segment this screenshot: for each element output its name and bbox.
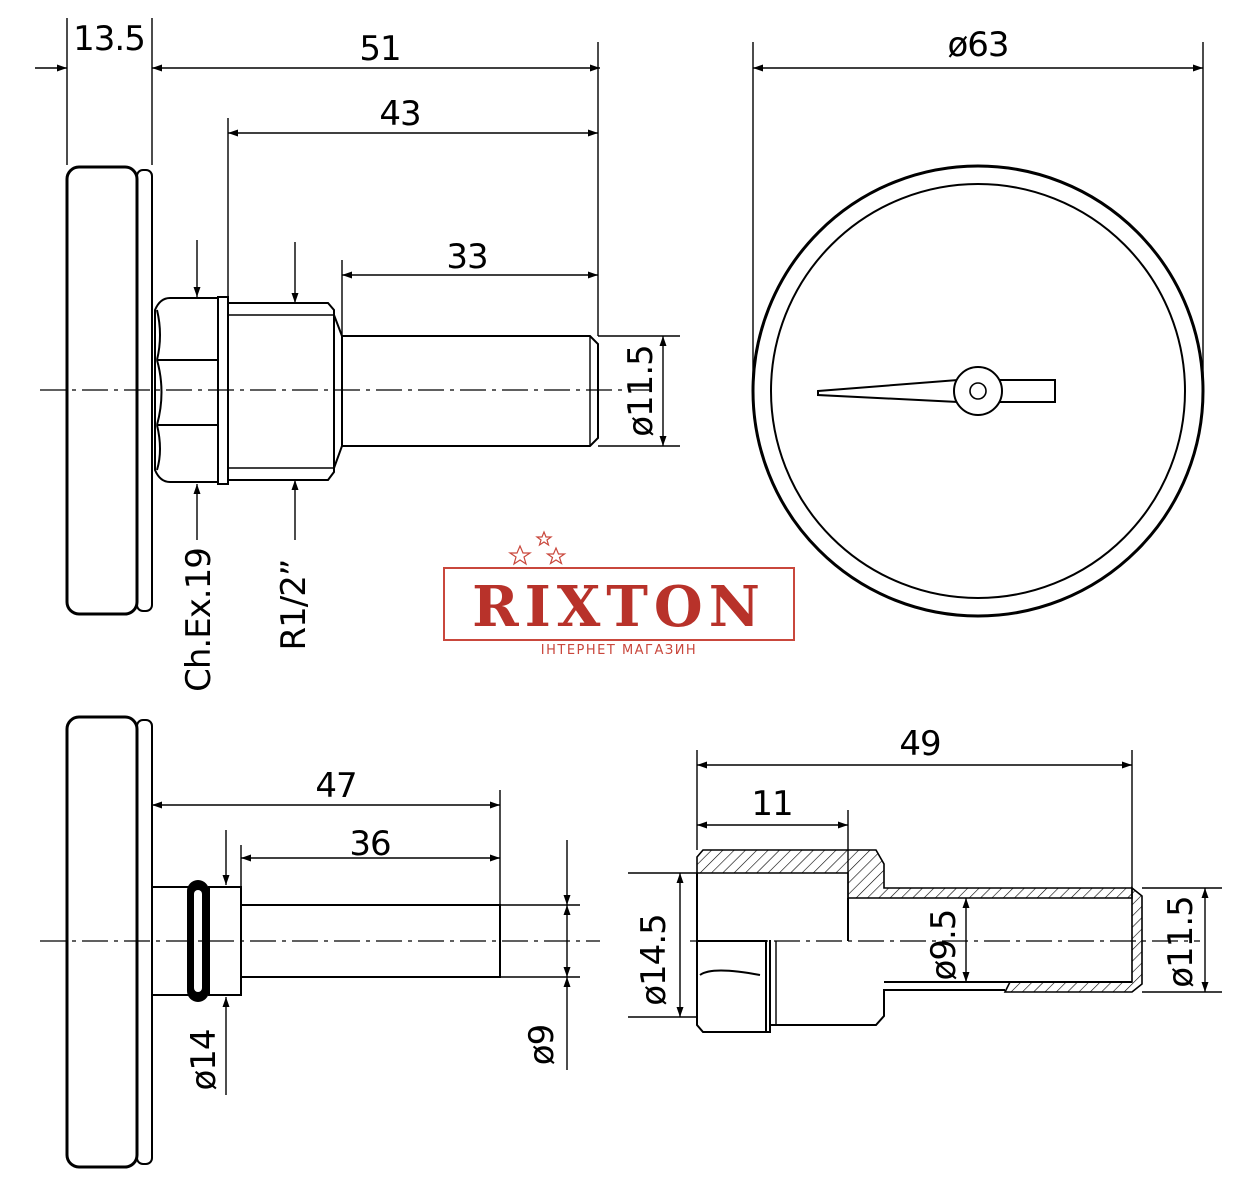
dim-stem-length: 33 xyxy=(446,237,487,277)
dim-bore-diameter: ø9.5 xyxy=(924,910,964,981)
dim-thermowell-length: 49 xyxy=(899,724,940,764)
dim-collar-diameter: ø14 xyxy=(184,1029,224,1090)
dial-needle xyxy=(817,379,1056,403)
view-side-plain: 47 36 ø14 ø9 xyxy=(40,715,600,1169)
dim-dial-diameter: ø63 xyxy=(947,25,1008,65)
dial-inner-ring xyxy=(770,183,1186,599)
dial-case-2 xyxy=(65,715,139,1169)
logo-stars xyxy=(508,530,567,566)
dim-face-depth: 13.5 xyxy=(73,19,145,59)
dim-plain-total-length: 47 xyxy=(315,766,356,806)
dim-plain-stem-diameter: ø9 xyxy=(522,1025,562,1065)
stem xyxy=(342,335,599,447)
dim-total-length: 51 xyxy=(359,29,400,69)
dim-outer-diameter: ø14.5 xyxy=(634,914,674,1006)
view-thermowell-section: 49 11 ø14.5 ø9.5 ø11.5 xyxy=(628,724,1222,1033)
rixton-logo: RIXTON ІНТЕРНЕТ МАГАЗИН xyxy=(443,530,795,658)
label-hex-size: Ch.Ex.19 xyxy=(179,548,219,692)
label-thread-size: R1/2” xyxy=(274,560,314,651)
dim-thread-length: 11 xyxy=(751,784,792,824)
dial-outer-ring xyxy=(751,164,1205,618)
thermowell-hatch-tip xyxy=(1003,886,1143,993)
dim-sleeve-diameter: ø11.5 xyxy=(1161,896,1201,988)
view-dial-face: ø63 xyxy=(751,25,1205,618)
dim-thread-to-tip: 43 xyxy=(379,94,420,134)
dim-plain-stem-length: 36 xyxy=(349,824,390,864)
thermowell-hatch-top xyxy=(696,849,1133,899)
dim-stem-diameter: ø11.5 xyxy=(621,345,661,437)
view-side-threaded: 13.5 51 43 33 ø11.5 Ch.Ex.19 R1/2” xyxy=(35,18,680,692)
logo-tagline: ІНТЕРНЕТ МАГАЗИН xyxy=(541,643,697,658)
thread-body xyxy=(227,302,335,481)
logo-brand: RIXTON xyxy=(472,574,766,640)
